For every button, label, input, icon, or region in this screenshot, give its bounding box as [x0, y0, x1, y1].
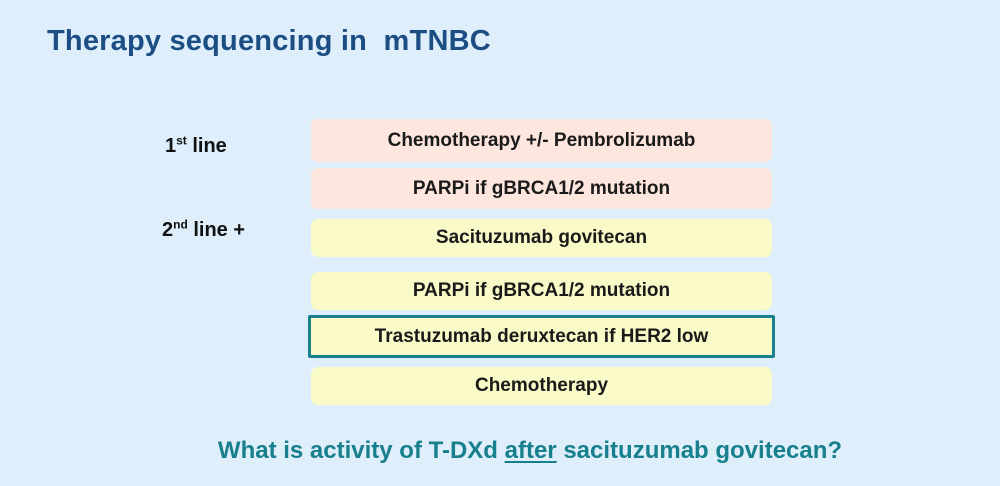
therapy-box-label: Chemotherapy +/- Pembrolizumab	[387, 129, 696, 151]
row-label-first-line-text: line	[186, 135, 227, 157]
therapy-box-parpi-second-line: PARPi if gBRCA1/2 mutation	[311, 272, 772, 310]
row-label-second-line-ordinal: nd	[173, 217, 188, 232]
therapy-box-parpi-first-line: PARPi if gBRCA1/2 mutation	[311, 168, 772, 209]
row-label-second-line-plus: 2nd line +	[162, 217, 246, 242]
therapy-box-trastuzumab-deruxtecan-highlighted: Trastuzumab deruxtecan if HER2 low	[308, 315, 775, 358]
question-underlined-word: after	[504, 437, 557, 464]
question-text: What is activity of T-DXd after sacituzu…	[60, 437, 1000, 465]
therapy-box-label: PARPi if gBRCA1/2 mutation	[412, 177, 671, 199]
page-title: Therapy sequencing in mTNBC	[47, 25, 491, 57]
therapy-box-chemo-pembrolizumab: Chemotherapy +/- Pembrolizumab	[311, 119, 772, 162]
therapy-box-label: Trastuzumab deruxtecan if HER2 low	[374, 325, 709, 347]
row-label-first-line-number: 1	[165, 135, 177, 157]
row-label-first-line: 1st line	[165, 133, 227, 158]
question-after: sacituzumab govitecan?	[556, 437, 843, 464]
question-before: What is activity of T-DXd	[217, 437, 505, 464]
therapy-box-chemotherapy: Chemotherapy	[311, 367, 772, 405]
therapy-box-label: PARPi if gBRCA1/2 mutation	[412, 280, 671, 301]
row-label-second-line-number: 2	[162, 219, 174, 241]
row-label-first-line-ordinal: st	[176, 133, 187, 148]
therapy-box-sacituzumab-govitecan: Sacituzumab govitecan	[311, 219, 772, 257]
row-label-second-line-text: line +	[187, 219, 246, 241]
therapy-box-label: Sacituzumab govitecan	[435, 227, 648, 248]
therapy-box-label: Chemotherapy	[474, 375, 609, 396]
